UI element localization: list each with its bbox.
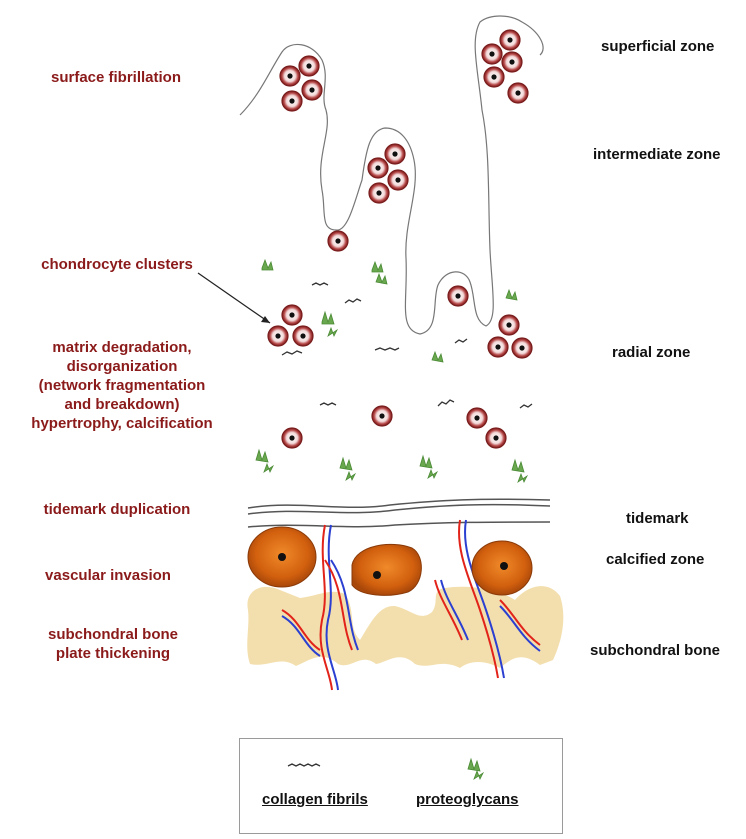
chondrocyte-nucleus	[289, 312, 294, 317]
chondrocytes	[268, 30, 532, 448]
chondrocyte-nucleus	[509, 59, 514, 64]
label-surface-fibrillation: surface fibrillation	[36, 68, 196, 87]
label-matrix-degradation: matrix degradation, disorganization (net…	[12, 338, 232, 433]
legend-collagen-icon	[288, 764, 320, 766]
chondrocyte-nucleus	[455, 293, 460, 298]
zone-label-calcified: calcified zone	[606, 550, 704, 569]
legend-proteoglycan-icon	[468, 759, 483, 779]
label-matrix-line1: matrix degradation,	[12, 338, 232, 357]
chondrocyte-nucleus	[515, 90, 520, 95]
zone-label-superficial: superficial zone	[601, 37, 714, 56]
label-subchondral-thickening: subchondral bone plate thickening	[28, 625, 198, 663]
chondrocyte-nucleus	[289, 98, 294, 103]
tidemark-line-lower	[248, 522, 550, 527]
chondrocyte-nucleus	[489, 51, 494, 56]
label-chondrocyte-clusters: chondrocyte clusters	[22, 255, 212, 274]
chondrocyte-nucleus	[493, 435, 498, 440]
chondrocyte-nucleus	[289, 435, 294, 440]
chondrocyte-nucleus	[300, 333, 305, 338]
tidemark-line-middle	[248, 505, 550, 514]
label-matrix-line2: disorganization	[12, 357, 232, 376]
chondrocyte-nucleus	[376, 190, 381, 195]
label-subchondral-line2: plate thickening	[28, 644, 198, 663]
chondrocyte-nucleus	[309, 87, 314, 92]
chondrocyte-nucleus	[495, 344, 500, 349]
zone-label-intermediate: intermediate zone	[593, 145, 721, 164]
legend-icons	[240, 739, 562, 833]
chondrocyte-nucleus	[287, 73, 292, 78]
pointer-arrow	[198, 273, 270, 323]
chondrocyte-nucleus	[275, 333, 280, 338]
chondrocyte-nucleus	[379, 413, 384, 418]
zone-label-tidemark: tidemark	[626, 509, 689, 528]
chondrocyte-nucleus	[507, 37, 512, 42]
chondrocyte-nucleus	[474, 415, 479, 420]
legend-proteoglycans-label: proteoglycans	[416, 791, 519, 808]
chondrocyte-nucleus	[506, 322, 511, 327]
chondrocyte-nucleus	[519, 345, 524, 350]
label-subchondral-line1: subchondral bone	[28, 625, 198, 644]
chondrocyte-nucleus	[395, 177, 400, 182]
label-vascular-invasion: vascular invasion	[28, 566, 188, 585]
chondrocyte-nucleus	[375, 165, 380, 170]
zone-label-subchondral: subchondral bone	[590, 641, 720, 660]
zone-label-radial: radial zone	[612, 343, 690, 362]
tidemark-line-upper	[248, 499, 550, 508]
legend-box: collagen fibrils proteoglycans	[239, 738, 563, 834]
label-matrix-line5: hypertrophy, calcification	[12, 414, 232, 433]
legend-collagen-label: collagen fibrils	[262, 791, 368, 808]
label-tidemark-duplication: tidemark duplication	[22, 500, 212, 519]
chondrocyte-nucleus	[491, 74, 496, 79]
chondrocyte-nucleus	[306, 63, 311, 68]
proteoglycans	[256, 260, 527, 482]
label-matrix-line3: (network fragmentation	[12, 376, 232, 395]
chondrocyte-nucleus	[335, 238, 340, 243]
calcified-cells	[248, 527, 532, 595]
label-matrix-line4: and breakdown)	[12, 395, 232, 414]
chondrocyte-nucleus	[392, 151, 397, 156]
